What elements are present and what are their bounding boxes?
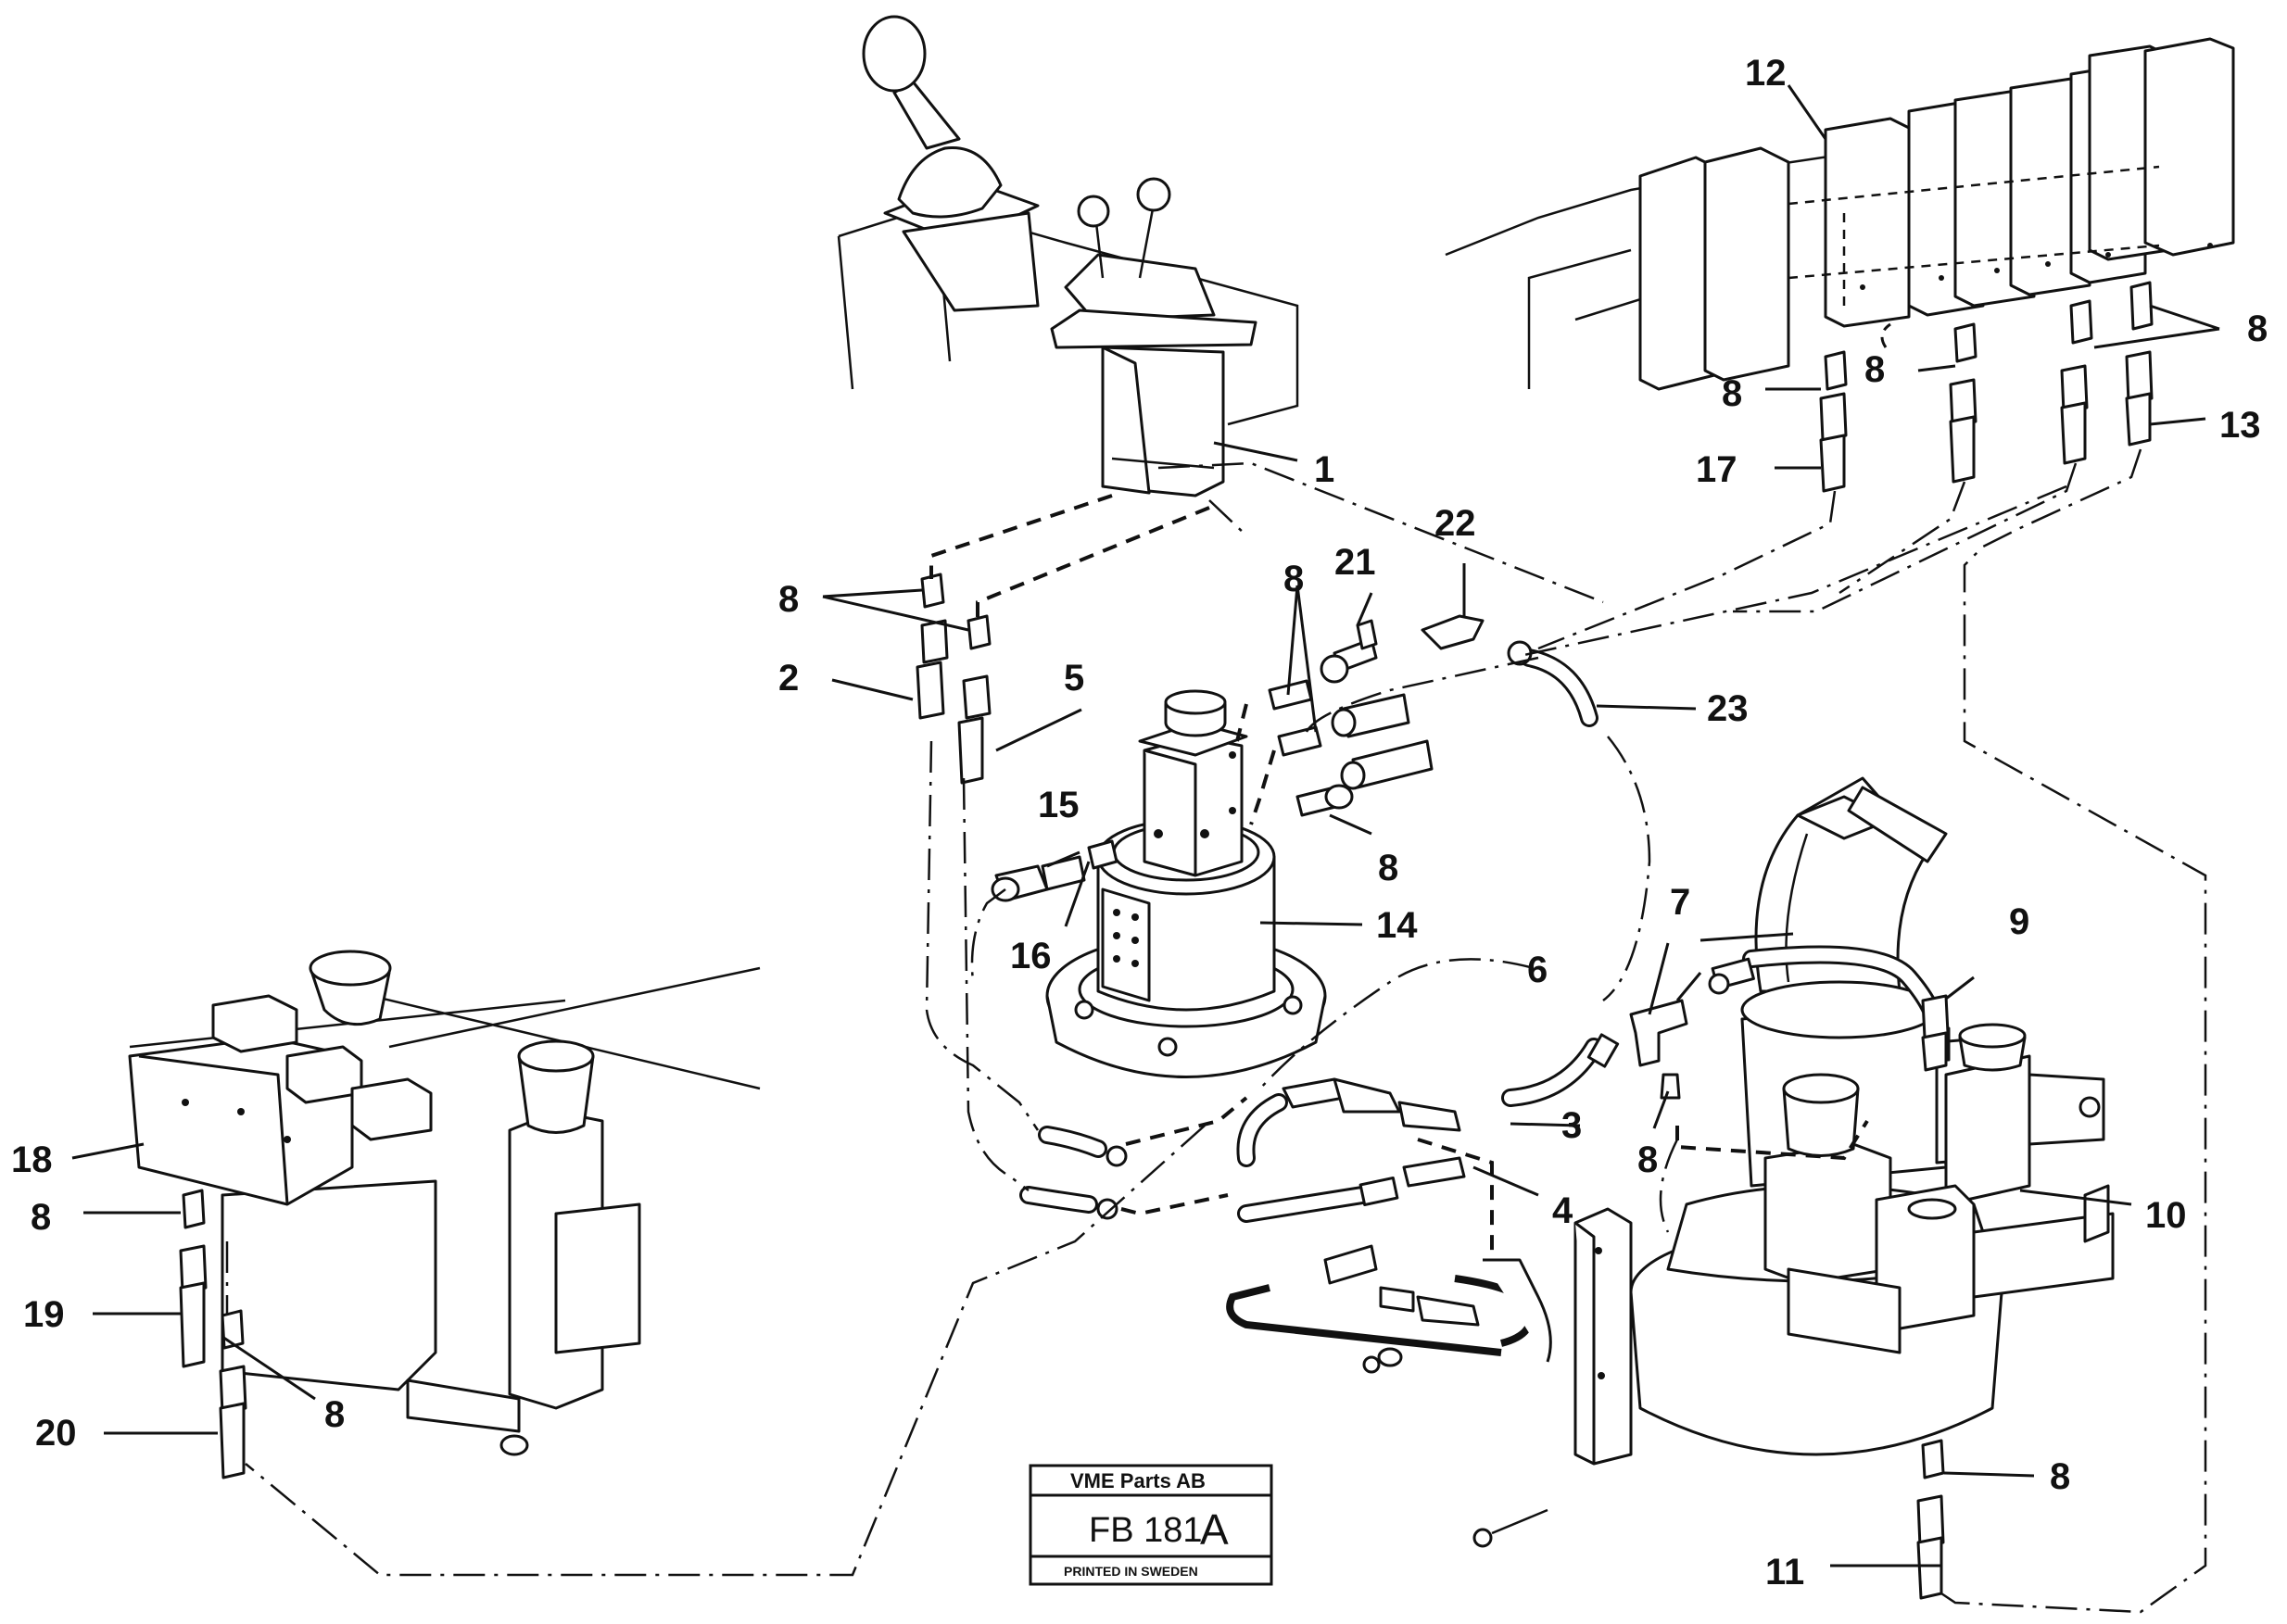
stamp-diagram-code-suffix: A [1200,1505,1229,1554]
parts-stamp: VME Parts AB FB 181 A PRINTED IN SWEDEN [1029,1464,1273,1586]
callout-13: 13 [2219,405,2261,446]
callout-8h: 8 [2050,1456,2070,1497]
pipe-routing-lines [225,322,2207,1614]
callout-16: 16 [1010,936,1052,976]
callout-19: 19 [23,1294,65,1335]
callout-22: 22 [1434,503,1476,544]
callout-20: 20 [35,1413,77,1454]
callout-9: 9 [2009,901,2029,942]
callout-8e: 8 [1864,349,1885,390]
callout-17: 17 [1696,449,1737,490]
leader-lines [71,84,2220,1567]
callout-4: 4 [1552,1190,1573,1231]
rotary-swivel [1045,689,1327,1078]
callout-1: 1 [1314,449,1334,490]
callout-5: 5 [1064,658,1084,699]
callout-3: 3 [1561,1105,1582,1146]
callout-11: 11 [1765,1552,1804,1593]
callout-10: 10 [2145,1195,2187,1236]
callout-14: 14 [1376,905,1418,946]
stamp-printed-in: PRINTED IN SWEDEN [1064,1564,1198,1579]
callout-12: 12 [1745,53,1787,94]
callout-8b: 8 [1283,559,1304,599]
mounting-bracket [1362,1207,1633,1548]
control-lever-unit [837,15,1299,536]
callout-18: 18 [11,1139,53,1180]
callout-8c: 8 [1378,848,1398,888]
left-valve-block [128,950,761,1456]
solenoid-valve-assembly [1629,776,2115,1456]
callout-21: 21 [1334,542,1376,583]
stamp-company-name: VME Parts AB [1070,1469,1206,1492]
callout-2: 2 [778,658,799,699]
callout-8g: 8 [1637,1139,1658,1180]
callout-23: 23 [1707,688,1749,729]
callout-8i: 8 [31,1197,51,1238]
callout-15: 15 [1038,785,1080,825]
callout-8d: 8 [1722,373,1742,414]
callout-8j: 8 [324,1394,345,1435]
valve-bank [1445,37,2235,391]
callout-7: 7 [1670,882,1690,923]
stamp-diagram-code: FB 181 [1089,1511,1203,1550]
callout-labels: 1 2 3 4 5 6 7 8 8 8 8 8 8 8 8 8 8 9 10 1… [11,53,2268,1593]
callout-8a: 8 [778,579,799,620]
callout-8f: 8 [2247,308,2268,349]
hoses-and-fittings [179,281,2154,1600]
callout-6: 6 [1527,950,1548,990]
